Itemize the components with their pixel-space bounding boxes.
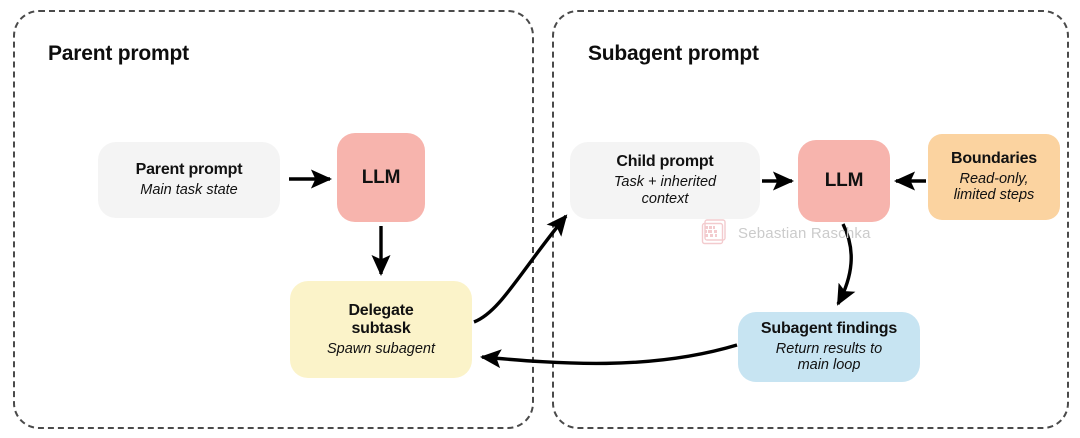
node-child-prompt-subtitle-line2: context — [641, 190, 689, 207]
node-boundaries-subtitle-line1: Read-only, — [959, 170, 1029, 187]
watermark-logo-icon — [701, 219, 726, 245]
node-delegate-title-line2: subtask — [351, 319, 411, 337]
node-child-prompt-subtitle-line1: Task + inherited — [613, 174, 717, 191]
node-parent-prompt-title: Parent prompt — [135, 161, 243, 179]
node-llm-subagent[interactable]: LLM — [798, 140, 890, 222]
node-llm-parent[interactable]: LLM — [337, 133, 425, 222]
node-child-prompt[interactable]: Child prompt Task + inherited context — [570, 142, 760, 219]
node-parent-prompt[interactable]: Parent prompt Main task state — [98, 142, 280, 218]
node-boundaries[interactable]: Boundaries Read-only, limited steps — [928, 134, 1060, 220]
node-parent-prompt-subtitle: Main task state — [140, 182, 238, 199]
node-subagent-findings-subtitle-line2: main loop — [797, 357, 861, 374]
node-llm-subagent-title: LLM — [824, 170, 864, 192]
watermark-text: Sebastian Raschka — [738, 224, 871, 242]
node-subagent-findings-title: Subagent findings — [760, 319, 898, 337]
node-delegate-title-line1: Delegate — [348, 301, 414, 319]
node-delegate-subtask[interactable]: Delegate subtask Spawn subagent — [290, 281, 472, 378]
node-child-prompt-title: Child prompt — [616, 153, 714, 171]
node-delegate-subtitle: Spawn subagent — [326, 340, 436, 357]
node-boundaries-title: Boundaries — [950, 149, 1038, 167]
node-subagent-findings-subtitle-line1: Return results to — [775, 340, 883, 357]
node-boundaries-subtitle-line2: limited steps — [953, 187, 1035, 204]
panel-parent-title: Parent prompt — [48, 42, 189, 65]
node-llm-parent-title: LLM — [361, 166, 401, 188]
watermark: Sebastian Raschka — [700, 218, 871, 248]
node-subagent-findings[interactable]: Subagent findings Return results to main… — [738, 312, 920, 382]
panel-subagent-title: Subagent prompt — [588, 42, 759, 65]
